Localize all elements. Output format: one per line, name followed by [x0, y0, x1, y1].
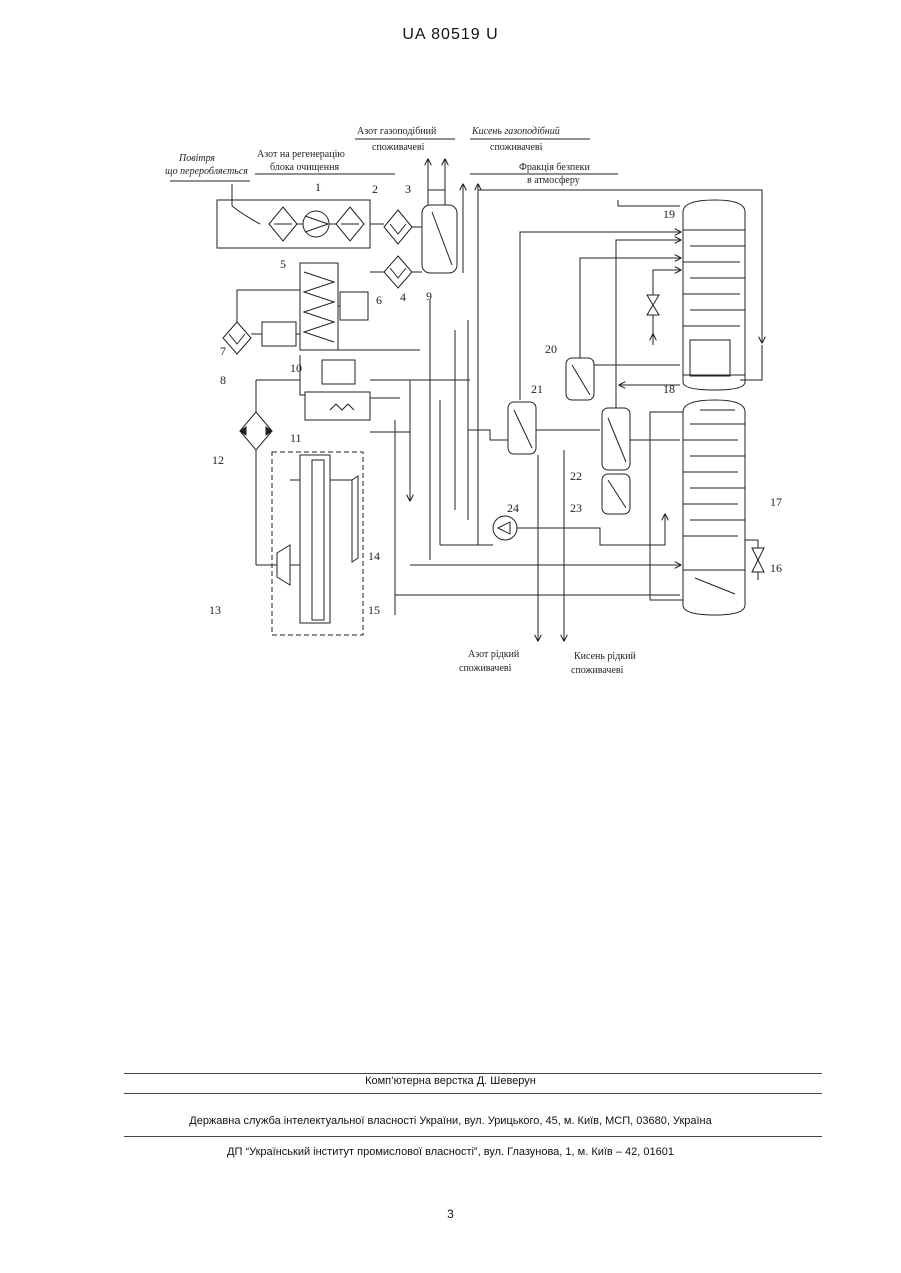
num-16: 16	[770, 561, 782, 575]
unit-6	[340, 292, 368, 320]
unit-8	[262, 322, 296, 346]
num-13: 13	[209, 603, 221, 617]
valve-upper	[647, 295, 659, 315]
turbine-13	[277, 545, 290, 585]
unit-10	[322, 360, 355, 384]
num-10: 10	[290, 361, 302, 375]
num-22: 22	[570, 469, 582, 483]
num-14: 14	[368, 549, 380, 563]
num-23: 23	[570, 501, 582, 515]
num-1: 1	[315, 180, 321, 194]
label-regen-1: Азот на регенерацію	[257, 149, 345, 160]
footer-service: Державна служба інтелектуальної власност…	[0, 1115, 901, 1127]
num-18: 18	[663, 382, 675, 396]
label-o2gas-2: споживачеві	[490, 142, 543, 153]
label-air-2: що переробляється	[165, 166, 248, 177]
num-11: 11	[290, 431, 302, 445]
adsorber-3	[422, 205, 457, 273]
label-n2liq-1: Азот рідкий	[468, 649, 520, 660]
footer-rule-3	[124, 1136, 822, 1137]
label-o2liq-1: Кисень рідкий	[574, 651, 637, 662]
num-3: 3	[405, 182, 411, 196]
num-21: 21	[531, 382, 543, 396]
cooler-4	[384, 256, 412, 288]
filter-7	[223, 322, 251, 354]
footer-rule-1	[124, 1073, 822, 1074]
num-7: 7	[220, 344, 226, 358]
num-15: 15	[368, 603, 380, 617]
lower-column-17	[683, 400, 745, 615]
footer-layout-credit: Комп’ютерна верстка Д. Шеверун	[0, 1075, 901, 1087]
label-o2gas-1: Кисень газоподібний	[471, 126, 560, 137]
page-number: 3	[0, 1207, 901, 1221]
upper-column-19	[683, 200, 745, 390]
num-12: 12	[212, 453, 224, 467]
label-n2gas-2: споживачеві	[372, 142, 425, 153]
cold-box-15	[272, 452, 363, 635]
cooler-2	[384, 210, 412, 244]
label-n2liq-2: споживачеві	[459, 663, 512, 674]
num-24: 24	[507, 501, 519, 515]
num-2: 2	[372, 182, 378, 196]
num-6: 6	[376, 293, 382, 307]
pump-24	[493, 516, 517, 540]
unit-14	[352, 476, 358, 562]
num-17: 17	[770, 495, 782, 509]
footer-rule-2	[124, 1093, 822, 1094]
valve-16	[752, 548, 764, 572]
label-safety-2: в атмосферу	[527, 175, 580, 186]
condenser-18	[690, 340, 730, 376]
main-exchanger	[300, 455, 330, 623]
label-n2gas-1: Азот газоподібний	[357, 126, 437, 137]
num-4: 4	[400, 290, 406, 304]
label-o2liq-2: споживачеві	[571, 665, 624, 676]
num-20: 20	[545, 342, 557, 356]
compressor-1	[303, 211, 329, 237]
label-safety-1: Фракція безпеки	[519, 162, 591, 173]
num-8: 8	[220, 373, 226, 387]
air-inlet-line	[232, 206, 260, 224]
num-9: 9	[426, 289, 432, 303]
num-19: 19	[663, 207, 675, 221]
process-flow-diagram: Повітря що переробляється Азот на регене…	[0, 0, 901, 720]
label-air-1: Повітря	[178, 153, 215, 164]
footer-institute: ДП “Український інститут промислової вла…	[0, 1146, 901, 1158]
label-regen-2: блока очищення	[270, 162, 339, 173]
num-5: 5	[280, 257, 286, 271]
